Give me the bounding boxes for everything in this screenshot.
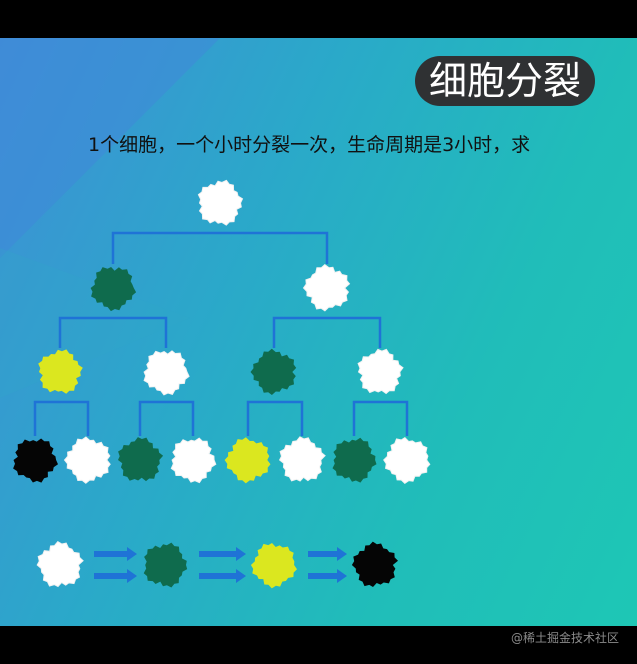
cell-level-3-dark_green	[332, 437, 377, 483]
division-connector	[138, 400, 195, 436]
division-connector	[272, 316, 382, 348]
division-connector	[58, 316, 168, 348]
cell-level-3-yellow	[224, 437, 271, 484]
problem-statement: 1个细胞，一个小时分裂一次，生命周期是3小时，求	[88, 134, 531, 156]
cell-level-3-white	[278, 436, 326, 482]
division-connector	[246, 400, 304, 436]
division-connector	[111, 231, 329, 264]
slide-title: 细胞分裂	[415, 56, 596, 106]
cell-level-3-black	[13, 438, 59, 483]
lifecycle-arrow	[199, 569, 246, 583]
lifecycle-cell-white	[36, 541, 84, 588]
cell-level-3-white	[170, 437, 217, 484]
lifecycle-cell-black	[351, 541, 398, 587]
division-connector	[33, 400, 90, 436]
watermark: @稀土掘金技术社区	[510, 631, 619, 645]
lifecycle-arrow	[308, 547, 347, 561]
cell-level-2-white	[357, 348, 404, 395]
cell-level-1-dark_green	[90, 267, 137, 312]
lifecycle-arrow	[94, 547, 137, 561]
cell-level-2-white	[143, 350, 190, 396]
lifecycle-arrow	[308, 569, 347, 583]
division-connector	[352, 400, 409, 436]
slide: 细胞分裂 1个细胞，一个小时分裂一次，生命周期是3小时，求	[0, 38, 637, 626]
cell-level-0-white	[197, 179, 244, 226]
cell-level-3-dark_green	[118, 437, 164, 482]
cell-level-3-white	[63, 436, 111, 484]
cell-level-3-white	[383, 436, 431, 485]
lifecycle-arrow	[199, 547, 246, 561]
cell-level-2-yellow	[38, 349, 83, 394]
cell-division-diagram	[13, 179, 431, 589]
lifecycle-arrow	[94, 569, 137, 583]
lifecycle-cell-yellow	[250, 543, 297, 589]
cell-level-1-white	[302, 263, 351, 312]
lifecycle-cell-dark_green	[143, 542, 188, 588]
cell-level-2-dark_green	[250, 348, 297, 395]
